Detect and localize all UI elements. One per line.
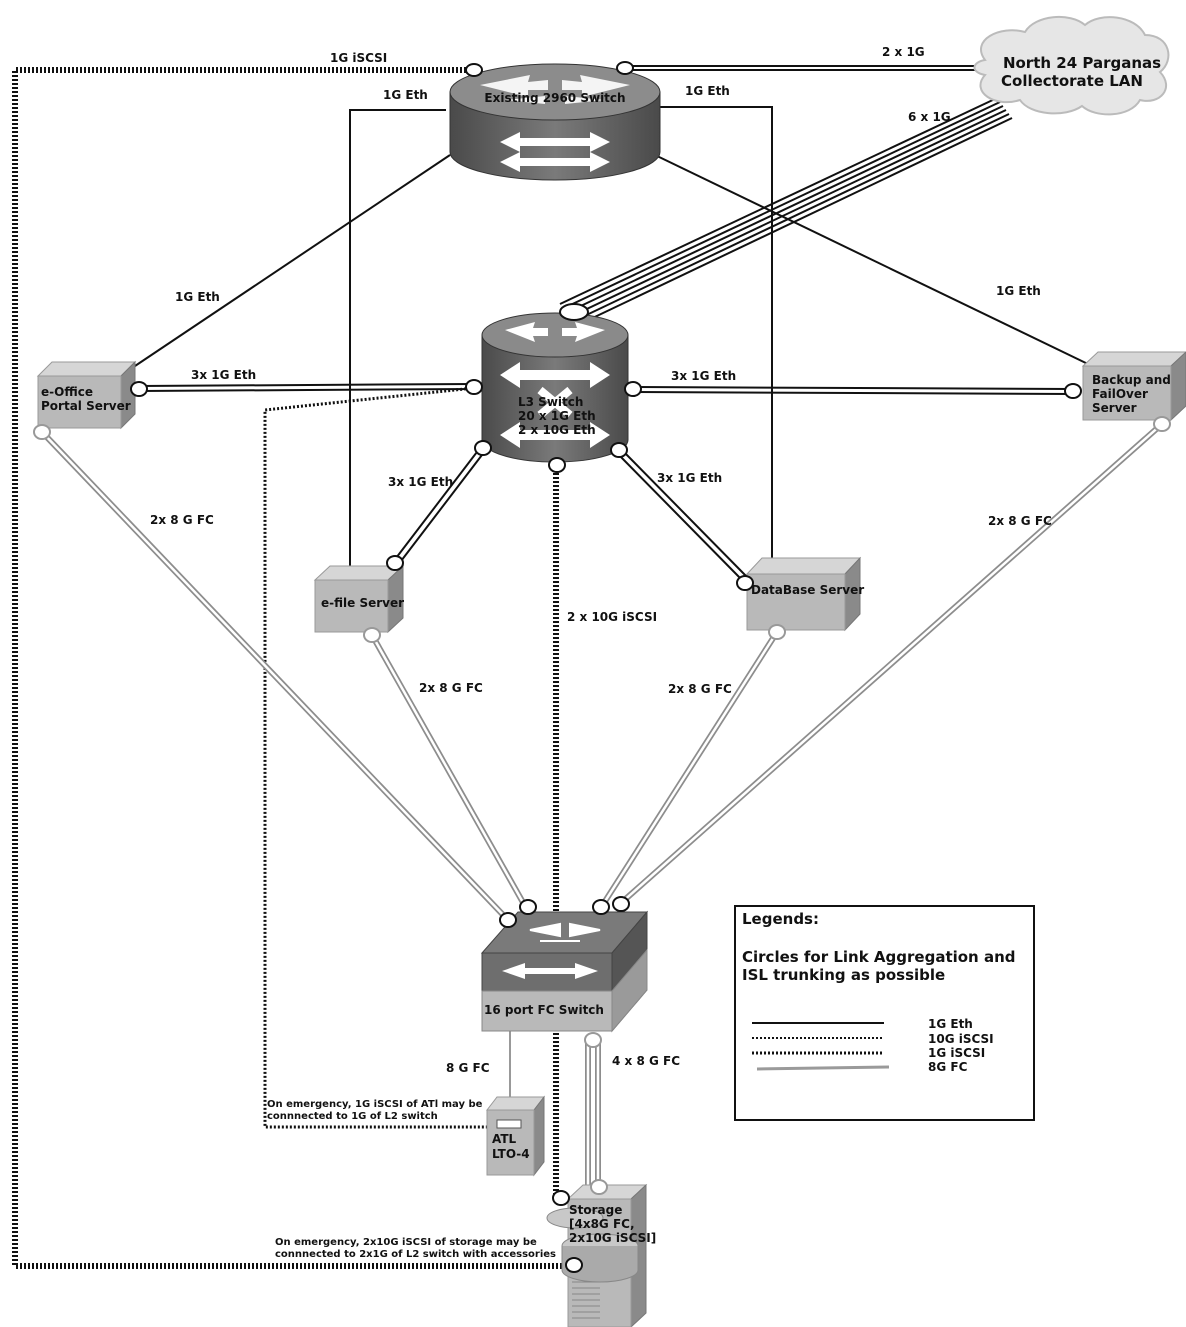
link-iscsi-atl <box>263 386 487 1129</box>
storage-label-line2: [4x8G FC, <box>569 1217 635 1231</box>
link-l3-efile <box>392 447 486 566</box>
cloud-label-line2: Collectorate LAN <box>1001 72 1143 90</box>
link-fc-eoffice <box>39 429 511 923</box>
label-l3-eoffice: 3x 1G Eth <box>191 368 256 382</box>
atl-tape-library[interactable]: ATL LTO-4 <box>485 1095 546 1177</box>
legend-desc-line2: ISL trunking as possible <box>742 966 945 984</box>
link-cloud-l3 <box>559 97 1013 325</box>
label-cloud-core: 2 x 1G <box>882 45 925 59</box>
backup-label-line3: Server <box>1092 401 1137 415</box>
storage-label-line1: Storage <box>569 1203 622 1217</box>
l3-label-line2: 20 x 1G Eth <box>518 409 596 423</box>
l3-switch[interactable]: L3 Switch 20 x 1G Eth 2 x 10G Eth <box>481 312 629 463</box>
label-core-eoffice: 1G Eth <box>175 290 220 304</box>
legend-item-eth: 1G Eth <box>928 1017 973 1031</box>
link-fc-backup <box>619 421 1164 906</box>
cloud-label-line1: North 24 Parganas <box>1003 54 1161 72</box>
link-core-eoffice <box>134 154 451 367</box>
atl-label-line2: LTO-4 <box>492 1147 530 1161</box>
label-fc-db: 2x 8 G FC <box>668 682 732 696</box>
l3-label-line1: L3 Switch <box>518 395 583 409</box>
label-fc-tape: 8 G FC <box>446 1061 490 1075</box>
label-core-efile: 1G Eth <box>383 88 428 102</box>
legend-item-fc: 8G FC <box>928 1060 968 1074</box>
label-core-db: 1G Eth <box>685 84 730 98</box>
note-storage-line1: On emergency, 2x10G iSCSI of storage may… <box>275 1237 537 1248</box>
link-fc-storage <box>585 1040 601 1190</box>
eoffice-label-line2: Portal Server <box>41 399 131 413</box>
label-fc-eoffice: 2x 8 G FC <box>150 513 214 527</box>
legend-title: Legends: <box>742 910 819 928</box>
cloud-lan[interactable]: North 24 Parganas Collectorate LAN <box>973 15 1170 116</box>
database-server[interactable]: DataBase Server <box>745 556 864 632</box>
fc-switch-label: 16 port FC Switch <box>484 1003 604 1017</box>
label-fc-storage: 4 x 8 G FC <box>612 1054 680 1068</box>
existing-2960-switch[interactable]: Existing 2960 Switch <box>449 63 661 181</box>
l3-label-line3: 2 x 10G Eth <box>518 423 596 437</box>
link-fc-db <box>599 630 780 908</box>
atl-label-line1: ATL <box>492 1132 517 1146</box>
label-l3-efile: 3x 1G Eth <box>388 475 453 489</box>
label-l3-storage: 2 x 10G iSCSI <box>567 610 657 624</box>
note-tape-line2: connnected to 1G of L2 switch <box>267 1111 438 1122</box>
database-label: DataBase Server <box>751 583 864 597</box>
link-l3-eoffice <box>138 383 475 392</box>
label-iscsi-top: 1G iSCSI <box>330 51 387 65</box>
backup-label-line2: FailOver <box>1092 387 1148 401</box>
backup-failover-server[interactable]: Backup and FailOver Server <box>1081 351 1186 422</box>
eoffice-portal-server[interactable]: e-Office Portal Server <box>36 360 137 430</box>
link-l3-db <box>615 448 749 582</box>
eoffice-label-line1: e-Office <box>41 385 93 399</box>
storage-array[interactable]: Storage [4x8G FC, 2x10G iSCSI] <box>546 1183 656 1327</box>
link-cloud-core <box>625 65 975 71</box>
core-switch-label: Existing 2960 Switch <box>484 91 625 105</box>
link-fc-efile <box>369 633 528 908</box>
legend-item-1g-iscsi: 1G iSCSI <box>928 1046 985 1060</box>
label-cloud-l3: 6 x 1G <box>908 110 951 124</box>
efile-label: e-file Server <box>321 596 404 610</box>
label-core-backup: 1G Eth <box>996 284 1041 298</box>
label-l3-db: 3x 1G Eth <box>657 471 722 485</box>
storage-label-line3: 2x10G iSCSI] <box>569 1231 656 1245</box>
backup-label-line1: Backup and <box>1092 373 1171 387</box>
fc-switch-16-port[interactable]: 16 port FC Switch <box>480 910 649 1033</box>
link-core-db <box>660 106 773 565</box>
label-fc-backup: 2x 8 G FC <box>988 514 1052 528</box>
note-tape-line1: On emergency, 1G iSCSI of ATl may be <box>267 1099 483 1110</box>
link-iscsi-perimeter <box>12 67 570 1269</box>
legend-item-10g-iscsi: 10G iSCSI <box>928 1032 994 1046</box>
link-core-backup <box>654 154 1091 366</box>
note-storage-line2: connnected to 2x1G of L2 switch with acc… <box>275 1249 556 1260</box>
legend-box: Legends: Circles for Link Aggregation an… <box>734 905 1035 1121</box>
label-l3-backup: 3x 1G Eth <box>671 369 736 383</box>
link-core-efile <box>349 109 446 570</box>
link-aggregation-ports <box>33 61 1171 1273</box>
label-fc-efile: 2x 8 G FC <box>419 681 483 695</box>
legend-desc-line1: Circles for Link Aggregation and <box>742 948 1016 966</box>
efile-server[interactable]: e-file Server <box>313 564 405 634</box>
link-l3-backup <box>632 386 1074 395</box>
